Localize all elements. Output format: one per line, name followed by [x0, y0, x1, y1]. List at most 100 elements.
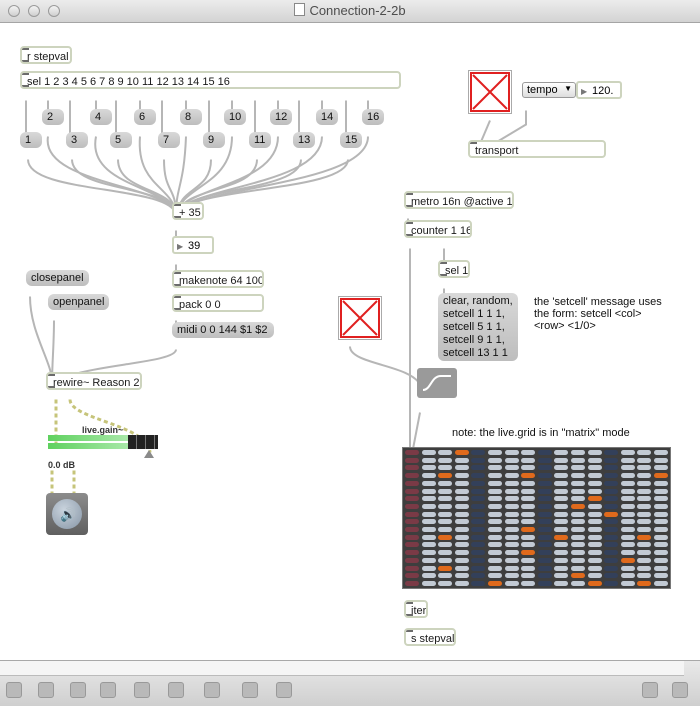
grid-cell[interactable]: [654, 557, 668, 563]
grid-cell[interactable]: [454, 450, 469, 455]
grid-cell[interactable]: [620, 450, 635, 455]
grid-cell[interactable]: [571, 457, 585, 463]
grid-cell[interactable]: [637, 488, 652, 494]
grid-cell[interactable]: [405, 573, 419, 579]
grid-cell[interactable]: [421, 496, 436, 502]
grid-cell[interactable]: [554, 496, 569, 502]
grid-cell[interactable]: [521, 580, 536, 586]
grid-cell[interactable]: [488, 480, 502, 486]
grid-cell[interactable]: [654, 488, 668, 494]
step-message-3[interactable]: 3: [66, 132, 88, 148]
grid-cell[interactable]: [620, 534, 635, 540]
step-message-10[interactable]: 10: [224, 109, 246, 125]
grid-cell[interactable]: [454, 503, 469, 509]
grid-cell[interactable]: [504, 580, 519, 586]
connect-icon[interactable]: [204, 682, 220, 698]
grid-cell[interactable]: [521, 496, 536, 502]
grid-cell[interactable]: [471, 457, 486, 463]
grid-cell[interactable]: [537, 450, 552, 455]
grid-cell[interactable]: [504, 527, 519, 532]
grid-cell[interactable]: [637, 496, 652, 502]
grid-cell[interactable]: [654, 473, 668, 479]
grid-cell[interactable]: [504, 457, 519, 463]
grid-cell[interactable]: [604, 503, 619, 509]
grid-cell[interactable]: [454, 488, 469, 494]
grid-cell[interactable]: [571, 488, 585, 494]
horizontal-scrollbar[interactable]: [0, 661, 684, 676]
grid-cell[interactable]: [654, 450, 668, 455]
grid-cell[interactable]: [421, 565, 436, 571]
grid-cell[interactable]: [504, 496, 519, 502]
grid-cell[interactable]: [637, 557, 652, 563]
grid-cell[interactable]: [421, 580, 436, 586]
grid-icon[interactable]: [242, 682, 258, 698]
grid-cell[interactable]: [421, 488, 436, 494]
grid-cell[interactable]: [604, 519, 619, 525]
grid-cell[interactable]: [405, 534, 419, 540]
grid-cell[interactable]: [471, 450, 486, 455]
grid-cell[interactable]: [654, 503, 668, 509]
grid-cell[interactable]: [654, 573, 668, 579]
step-message-15[interactable]: 15: [340, 132, 362, 148]
grid-cell[interactable]: [504, 488, 519, 494]
grid-cell[interactable]: [488, 527, 502, 532]
grid-cell[interactable]: [637, 542, 652, 548]
grid-cell[interactable]: [405, 457, 419, 463]
grid-cell[interactable]: [637, 450, 652, 455]
grid-cell[interactable]: [504, 550, 519, 556]
grid-cell[interactable]: [521, 573, 536, 579]
grid-cell[interactable]: [488, 465, 502, 471]
grid-cell[interactable]: [488, 457, 502, 463]
tempo-menu[interactable]: tempo ▼: [522, 82, 576, 98]
grid-cell[interactable]: [537, 473, 552, 479]
metro-object[interactable]: metro 16n @active 1: [404, 191, 514, 209]
grid-cell[interactable]: [620, 496, 635, 502]
grid-cell[interactable]: [438, 527, 453, 532]
grid-cell[interactable]: [554, 527, 569, 532]
grid-cell[interactable]: [587, 465, 602, 471]
toggle-transport[interactable]: [468, 70, 512, 114]
grid-cell[interactable]: [504, 465, 519, 471]
grid-cell[interactable]: [488, 550, 502, 556]
step-message-5[interactable]: 5: [110, 132, 132, 148]
closepanel-message[interactable]: closepanel: [26, 270, 89, 286]
grid-cell[interactable]: [488, 519, 502, 525]
grid-cell[interactable]: [471, 488, 486, 494]
ezdac-button[interactable]: 🔊: [46, 493, 88, 535]
grid-cell[interactable]: [438, 488, 453, 494]
grid-cell[interactable]: [637, 580, 652, 586]
grid-cell[interactable]: [521, 473, 536, 479]
grid-cell[interactable]: [471, 580, 486, 586]
grid-cell[interactable]: [421, 534, 436, 540]
grid-cell[interactable]: [438, 480, 453, 486]
grid-cell[interactable]: [571, 542, 585, 548]
grid-cell[interactable]: [438, 503, 453, 509]
grid-cell[interactable]: [604, 580, 619, 586]
step-message-1[interactable]: 1: [20, 132, 42, 148]
grid-cell[interactable]: [504, 480, 519, 486]
grid-cell[interactable]: [604, 573, 619, 579]
step-message-14[interactable]: 14: [316, 109, 338, 125]
grid-cell[interactable]: [637, 480, 652, 486]
grid-cell[interactable]: [620, 473, 635, 479]
sidebar-right-icon[interactable]: [672, 682, 688, 698]
grid-cell[interactable]: [654, 457, 668, 463]
grid-cell[interactable]: [537, 542, 552, 548]
grid-cell[interactable]: [587, 450, 602, 455]
grid-cell[interactable]: [421, 550, 436, 556]
grid-cell[interactable]: [554, 580, 569, 586]
grid-cell[interactable]: [454, 496, 469, 502]
grid-cell[interactable]: [587, 557, 602, 563]
grid-cell[interactable]: [521, 534, 536, 540]
close-window-button[interactable]: [8, 5, 20, 17]
grid-cell[interactable]: [554, 511, 569, 517]
grid-cell[interactable]: [488, 473, 502, 479]
grid-cell[interactable]: [405, 450, 419, 455]
grid-cell[interactable]: [454, 519, 469, 525]
grid-cell[interactable]: [554, 550, 569, 556]
grid-cell[interactable]: [620, 557, 635, 563]
grid-cell[interactable]: [521, 511, 536, 517]
grid-cell[interactable]: [471, 473, 486, 479]
grid-cell[interactable]: [587, 565, 602, 571]
grid-cell[interactable]: [554, 565, 569, 571]
